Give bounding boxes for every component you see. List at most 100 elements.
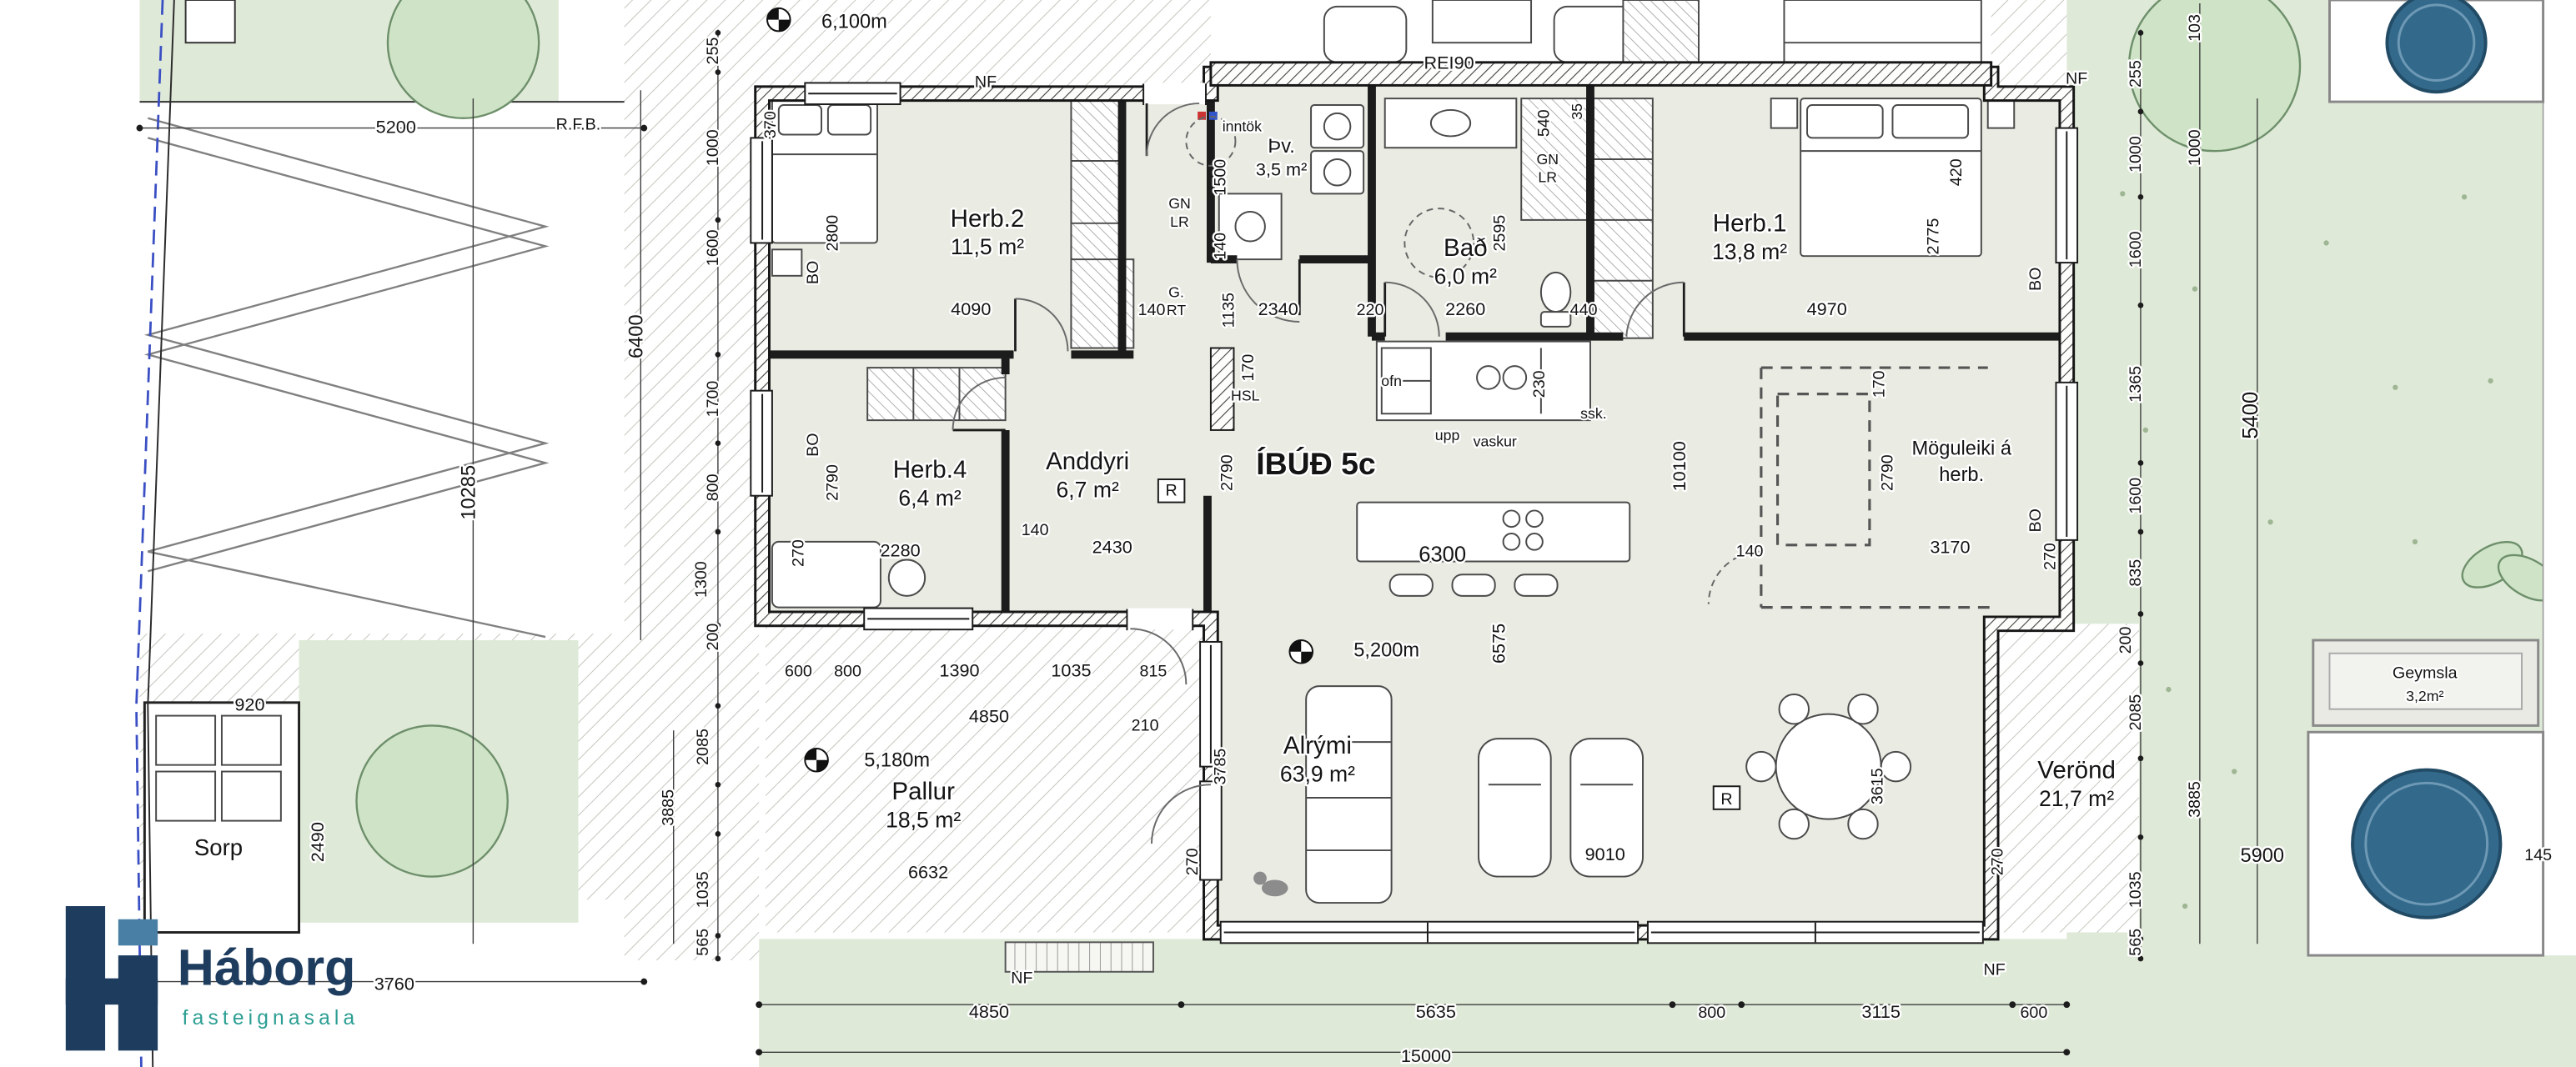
dim-label: 1035: [1051, 659, 1091, 680]
bar-stool: [1451, 574, 1496, 597]
dim-label: 5,180m: [864, 750, 930, 772]
room-area-label: 6,0 m²: [1434, 264, 1497, 289]
optional-room-outline: [1707, 366, 1991, 609]
dim-label: 835: [2127, 559, 2145, 587]
dim-label: 1035: [694, 871, 712, 908]
dim-label: 2800: [824, 215, 842, 252]
dim-label: 6575: [1489, 624, 1509, 664]
dim-label: 4850: [969, 705, 1009, 726]
sofa-bed: [771, 540, 881, 609]
dim-label: 220: [1357, 301, 1384, 319]
dining-chair: [1880, 750, 1912, 783]
annotation-label: upp: [1435, 427, 1460, 443]
dim-label: 3170: [1930, 537, 1970, 558]
annotation-label: ofn: [1381, 373, 1402, 389]
logo-mark: [65, 906, 158, 1051]
dimension-lines: [139, 3, 2258, 1053]
logo-subtitle: fasteignasala: [183, 1007, 359, 1029]
dim-label: 4850: [969, 1001, 1009, 1022]
dim-label: 3760: [374, 973, 414, 994]
dryer: [1310, 150, 1365, 195]
lounge-chair: [1478, 738, 1552, 878]
dim-label: 2775: [1925, 218, 1943, 255]
room-area-label: 6,7 m²: [1056, 478, 1118, 503]
room-name-label: Herb.1: [1713, 210, 1787, 238]
deck-door-opening: [1127, 608, 1193, 630]
dim-label: 255: [704, 38, 722, 65]
laundry-fixtures: [1218, 104, 1365, 261]
shower: [1520, 98, 1589, 221]
dim-label: 270: [789, 539, 807, 567]
dim-label: 5635: [1416, 1001, 1456, 1022]
lawn-plant-dots: [2120, 191, 2493, 909]
dim-label: 565: [2127, 929, 2145, 956]
intake-markers: [1185, 111, 1475, 278]
annotation-label: LR: [1170, 213, 1189, 230]
level-marker-icon: [804, 747, 829, 773]
dim-label: 15000: [1401, 1045, 1451, 1066]
dim-label: 2340: [1258, 298, 1298, 319]
dim-label: 145: [2524, 846, 2552, 864]
dim-label: 140: [1212, 233, 1230, 260]
dim-label: 10285: [458, 465, 480, 520]
room-area-label: 21,7 m²: [2039, 786, 2114, 811]
room-area-label: 3,5 m²: [1256, 159, 1307, 180]
level-marker-icon: [1288, 639, 1314, 664]
dim-label: 6400: [625, 314, 647, 358]
room-name-label: Alrými: [1283, 732, 1352, 759]
dim-label: 2280: [880, 540, 920, 561]
room-name-label: Pallur: [891, 778, 955, 805]
annotation-label: NF: [1011, 969, 1032, 988]
dog-icon: [1261, 879, 1288, 897]
annotation-label: NF: [975, 73, 997, 91]
bar-stool: [1388, 574, 1434, 597]
dim-label: 35: [1569, 103, 1585, 120]
dim-label: 1600: [2127, 231, 2145, 268]
dim-label: 2490: [307, 822, 328, 862]
annotation-label: R: [1720, 790, 1732, 809]
dim-label: 270: [1183, 848, 1202, 875]
annotation-label: ssk.: [1580, 405, 1607, 422]
haborg-logo: Háborg fasteignasala: [65, 906, 359, 1051]
room-area-label: 13,8 m²: [1712, 239, 1787, 264]
dim-label: 1135: [1219, 293, 1238, 328]
dim-label: 140: [1022, 521, 1049, 539]
paved-areas: [139, 0, 2139, 960]
dim-label: 5200: [376, 117, 416, 138]
kitchen-sink: [1476, 365, 1501, 390]
dim-label: 3785: [1212, 749, 1230, 785]
cooktop-burner: [1525, 533, 1544, 551]
r-symbol-box: [1712, 785, 1741, 810]
dim-label: 800: [834, 662, 861, 680]
tree-icon: [355, 724, 509, 878]
pallur-deck: [766, 619, 1211, 933]
room-name-label: Herb.2: [951, 205, 1025, 233]
deck-door: [1199, 780, 1223, 881]
dim-label: 920: [234, 694, 264, 715]
room-area-label: 11,5 m²: [951, 234, 1024, 259]
annotation-label: vaskur: [1474, 433, 1517, 450]
annotation-label: BO: [804, 261, 822, 284]
room-area-label: 6,4 m²: [898, 486, 961, 511]
cooktop-burner: [1525, 509, 1544, 528]
interior-walls: [762, 73, 2067, 619]
dim-label: 600: [2020, 1004, 2047, 1022]
dim-label: 1000: [704, 129, 722, 166]
dining-chair: [1778, 808, 1810, 840]
dim-label: 2085: [2127, 694, 2145, 731]
dim-label: 6,100m: [821, 11, 887, 33]
dim-label: 420: [1947, 158, 1966, 186]
dim-label: 9010: [1585, 844, 1625, 864]
dim-label: 565: [694, 929, 712, 956]
washer: [1310, 104, 1365, 149]
dim-label: 1390: [939, 659, 979, 680]
annotation-label: NF: [2066, 69, 2087, 88]
dim-label: 230: [1530, 370, 1549, 398]
dim-label: 2260: [1445, 298, 1485, 319]
dim-label: 800: [704, 473, 722, 501]
annotation-label: R.F.B.: [556, 116, 601, 134]
dim-label: 1700: [704, 381, 722, 418]
